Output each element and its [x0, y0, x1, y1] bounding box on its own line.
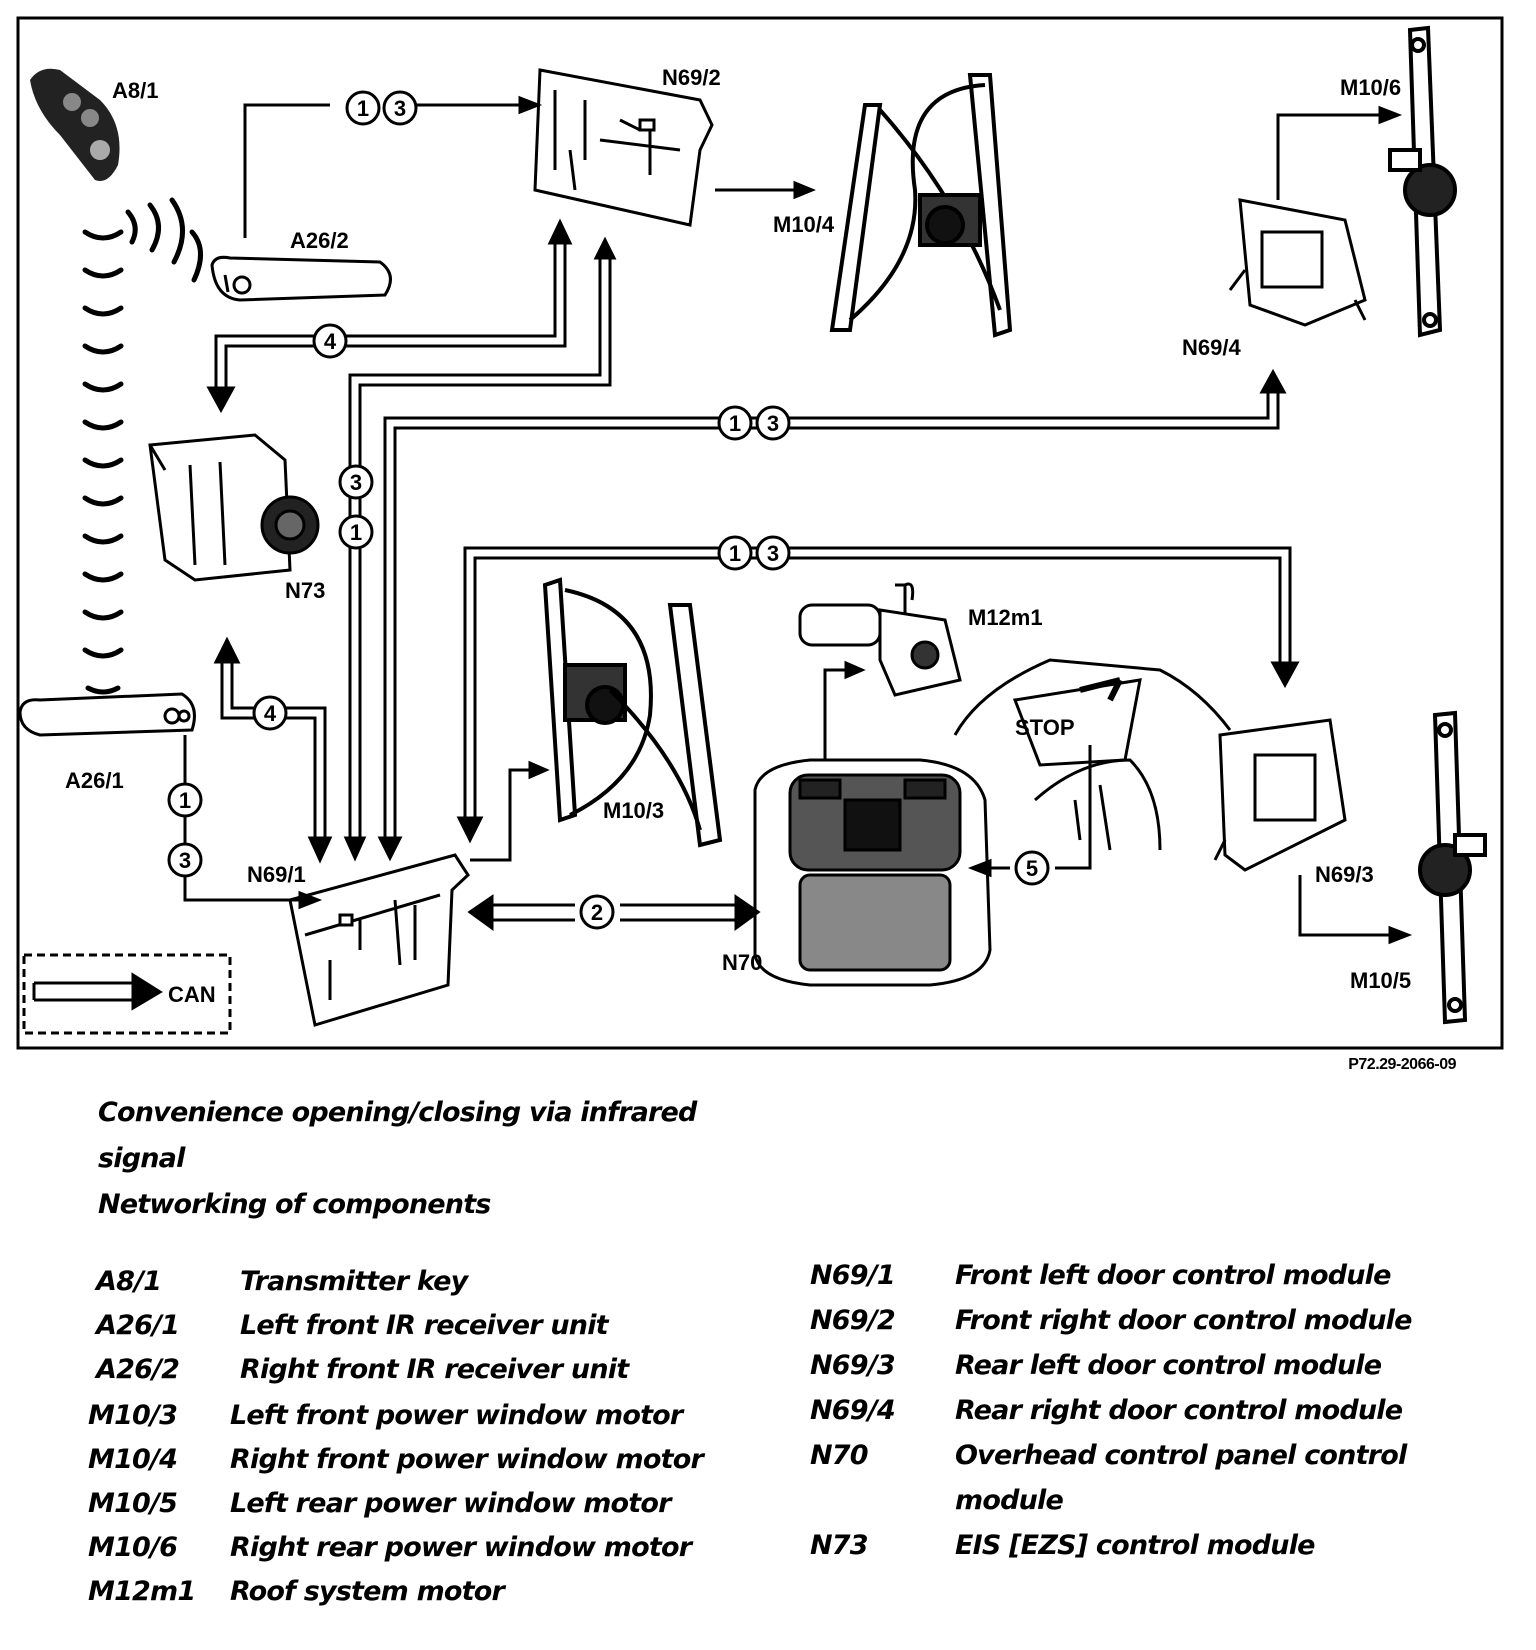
label-n69-4: N69/4 — [1182, 335, 1241, 360]
ir-receiver-a26-2 — [210, 255, 392, 302]
label-m10-4: M10/4 — [773, 212, 835, 237]
label-a26-1: A26/1 — [65, 768, 124, 793]
can-bus-lines — [22, 95, 1413, 1035]
circle-1-vertical — [338, 514, 374, 550]
svg-text:3: 3 — [394, 96, 406, 121]
circle-5 — [1014, 850, 1050, 886]
circle-2 — [579, 894, 615, 930]
label-n69-1: N69/1 — [247, 862, 306, 887]
svg-text:1: 1 — [179, 788, 191, 813]
label-n73: N73 — [285, 578, 325, 603]
circle-3-n69-3 — [755, 535, 791, 571]
svg-text:1: 1 — [350, 520, 362, 545]
svg-text:1: 1 — [357, 96, 369, 121]
circle-3-a26-1 — [167, 842, 203, 878]
window-motor-m10-6 — [1388, 25, 1457, 338]
diagram-frame — [16, 16, 1504, 1050]
overhead-panel-n70 — [753, 758, 992, 987]
module-n69-1 — [288, 853, 470, 1027]
circle-4-bottom — [252, 695, 288, 731]
module-n69-2 — [533, 68, 714, 227]
networking-diagram: STOP — [16, 16, 1504, 1050]
infrared-waves — [82, 197, 203, 695]
roof-motor-m12m1 — [798, 582, 962, 697]
svg-text:1: 1 — [729, 541, 741, 566]
circle-1-n69-4 — [717, 405, 753, 441]
reference-code: P72.29-2066-09 — [1348, 1056, 1456, 1073]
circle-3-n69-4 — [755, 405, 791, 441]
window-motor-m10-3 — [542, 577, 723, 848]
number-circle-labels: 1 3 4 1 3 3 1 1 3 4 1 3 2 5 — [179, 96, 1038, 925]
svg-text:1: 1 — [729, 411, 741, 436]
circle-1-a26-1 — [167, 782, 203, 818]
number-circles — [167, 90, 1050, 930]
window-motor-m10-5 — [1418, 710, 1487, 1025]
circle-4-top — [312, 323, 348, 359]
ir-receiver-a26-1 — [18, 692, 196, 737]
circle-1-top — [345, 90, 381, 126]
label-m10-3: M10/3 — [603, 798, 664, 823]
svg-text:3: 3 — [767, 411, 779, 436]
circle-1-n69-3 — [717, 535, 753, 571]
caption-line-1: Convenience opening/closing via infrared — [98, 1097, 697, 1128]
svg-text:4: 4 — [324, 329, 337, 354]
roof-stop-illustration — [953, 658, 1232, 851]
circle-3-top — [382, 90, 418, 126]
svg-text:3: 3 — [350, 470, 362, 495]
svg-text:2: 2 — [591, 900, 603, 925]
label-can: CAN — [168, 982, 216, 1007]
label-n69-3: N69/3 — [1315, 862, 1374, 887]
label-m10-6: M10/6 — [1340, 75, 1401, 100]
window-motor-m10-4 — [829, 73, 1013, 338]
module-n69-4 — [1228, 198, 1367, 327]
eis-module-n73 — [148, 433, 320, 582]
svg-text:3: 3 — [767, 541, 779, 566]
svg-text:3: 3 — [179, 848, 191, 873]
label-a8-1: A8/1 — [112, 78, 158, 103]
label-m12m1: M12m1 — [968, 605, 1043, 630]
caption-line-3: Networking of components — [98, 1189, 491, 1220]
svg-text:4: 4 — [264, 701, 277, 726]
module-n69-3 — [1213, 718, 1347, 872]
label-n69-2: N69/2 — [662, 65, 721, 90]
circle-3-vertical — [338, 464, 374, 500]
label-n70: N70 — [722, 950, 762, 975]
label-a26-2: A26/2 — [290, 228, 349, 253]
stop-label: STOP — [1015, 715, 1075, 740]
caption-line-2: signal — [98, 1143, 185, 1174]
label-m10-5: M10/5 — [1350, 968, 1411, 993]
caption: Convenience opening/closing via infrared… — [98, 1090, 818, 1228]
svg-text:5: 5 — [1026, 856, 1038, 881]
transmitter-key-a8-1 — [30, 68, 120, 181]
